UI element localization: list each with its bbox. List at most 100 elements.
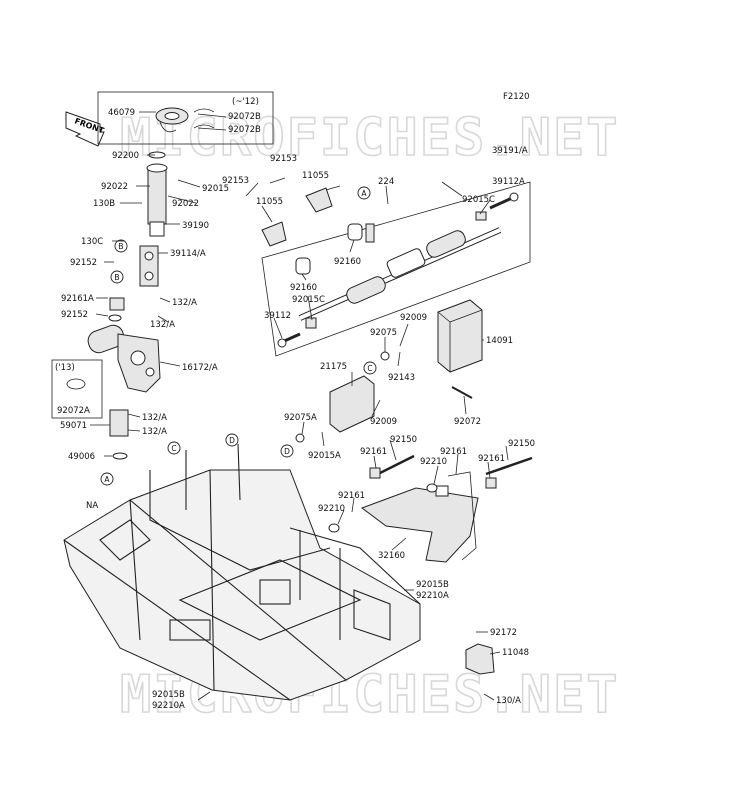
module-21175-icon bbox=[329, 375, 375, 433]
label-92015b-b: 92015B bbox=[152, 690, 185, 700]
label-132a-4: 132/A bbox=[142, 427, 167, 437]
label-92015: 92015 bbox=[202, 184, 229, 194]
label-11048: 11048 bbox=[502, 648, 529, 658]
callout-b-top: B bbox=[114, 239, 128, 253]
label-21175: 21175 bbox=[320, 362, 347, 372]
callout-c-left: C bbox=[167, 441, 181, 455]
label-132a-2: 132/A bbox=[150, 320, 175, 330]
svg-text:A: A bbox=[361, 189, 367, 198]
washer-icon bbox=[108, 314, 122, 322]
callout-a-rack: A bbox=[357, 186, 371, 200]
label-92210-a: 92210 bbox=[420, 457, 447, 467]
label-224: 224 bbox=[378, 177, 394, 187]
callout-d-left: D bbox=[225, 433, 239, 447]
label-92022-a: 92022 bbox=[101, 182, 128, 192]
label-92153-b: 92153 bbox=[222, 176, 249, 186]
label-11055-a: 11055 bbox=[302, 171, 329, 181]
clip-ring-icon bbox=[193, 108, 215, 129]
label-92210a-a: 92210A bbox=[416, 591, 449, 601]
label-92161-a: 92161 bbox=[360, 447, 387, 457]
inset-box-mid bbox=[51, 359, 103, 419]
variant-mid-label: ('13) bbox=[55, 363, 75, 373]
steering-rack-icon bbox=[298, 223, 502, 321]
svg-text:D: D bbox=[229, 436, 235, 445]
label-92015b-a: 92015B bbox=[416, 580, 449, 590]
label-132a-1: 132/A bbox=[172, 298, 197, 308]
label-130b: 130B bbox=[93, 199, 115, 209]
svg-text:C: C bbox=[367, 364, 372, 373]
snap-ring-icon bbox=[66, 378, 86, 390]
label-92072: 92072 bbox=[454, 417, 481, 427]
label-92172: 92172 bbox=[490, 628, 517, 638]
label-130a: 130/A bbox=[496, 696, 521, 706]
label-92160-a: 92160 bbox=[334, 257, 361, 267]
frame-label-na: NA bbox=[86, 501, 98, 511]
label-92072b-a: 92072B bbox=[228, 112, 261, 122]
label-92161-c: 92161 bbox=[478, 454, 505, 464]
callout-a-left: A bbox=[100, 472, 114, 486]
bracket-11055-icon bbox=[261, 187, 363, 275]
washer-49006-icon bbox=[112, 452, 128, 460]
label-39190: 39190 bbox=[182, 221, 209, 231]
svg-text:B: B bbox=[114, 273, 119, 282]
label-92161a: 92161A bbox=[61, 294, 94, 304]
label-92143: 92143 bbox=[388, 373, 415, 383]
steering-column-icon bbox=[146, 151, 168, 237]
svg-text:B: B bbox=[118, 242, 123, 251]
label-16172a: 16172/A bbox=[182, 363, 218, 373]
grommet-icon bbox=[380, 351, 390, 361]
label-92152-a: 92152 bbox=[70, 258, 97, 268]
label-92015c-b: 92015C bbox=[292, 295, 325, 305]
label-49006: 49006 bbox=[68, 452, 95, 462]
label-92072b-b: 92072B bbox=[228, 125, 261, 135]
svg-text:A: A bbox=[104, 475, 110, 484]
grommet-2-icon bbox=[295, 433, 305, 443]
label-92009-a: 92009 bbox=[400, 313, 427, 323]
label-39112: 39112 bbox=[264, 311, 291, 321]
label-92015a: 92015A bbox=[308, 451, 341, 461]
label-92152-b: 92152 bbox=[61, 310, 88, 320]
bushing-icon bbox=[109, 297, 125, 311]
tie-rod-end-left-icon bbox=[277, 317, 317, 348]
label-92009-b: 92009 bbox=[370, 417, 397, 427]
label-92022-b: 92022 bbox=[172, 199, 199, 209]
power-steering-unit-icon bbox=[87, 324, 161, 437]
universal-joint-icon bbox=[139, 245, 159, 287]
svg-text:D: D bbox=[284, 447, 290, 456]
variant-top-label: (~'12) bbox=[232, 97, 259, 107]
watermark-top: MICROFICHES.NET bbox=[120, 108, 620, 168]
part-labels: 46079 92072B 92072B 92200 92015 92022 92… bbox=[57, 108, 535, 711]
label-92075a: 92075A bbox=[284, 413, 317, 423]
svg-text:C: C bbox=[171, 444, 176, 453]
label-39191a: 39191/A bbox=[492, 146, 528, 156]
callout-d-right: D bbox=[280, 444, 294, 458]
leader-lines bbox=[90, 111, 509, 701]
callout-b-mid: B bbox=[110, 270, 124, 284]
label-39112a: 39112A bbox=[492, 177, 525, 187]
cover-14091-icon bbox=[437, 299, 483, 373]
label-11055-b: 11055 bbox=[256, 197, 283, 207]
label-39114a: 39114/A bbox=[170, 249, 206, 259]
clamp-92072-icon bbox=[451, 386, 473, 399]
label-92153-a: 92153 bbox=[270, 154, 297, 164]
label-32160: 32160 bbox=[378, 551, 405, 561]
label-92161-d: 92161 bbox=[338, 491, 365, 501]
front-arrow-icon: FRONT bbox=[65, 111, 106, 147]
label-92150-b: 92150 bbox=[508, 439, 535, 449]
label-92210-b: 92210 bbox=[318, 504, 345, 514]
bolts-92150-icon bbox=[328, 454, 533, 533]
label-92210a-b: 92210A bbox=[152, 701, 185, 711]
inset-box-top bbox=[97, 91, 274, 145]
label-92075: 92075 bbox=[370, 328, 397, 338]
rack-box bbox=[261, 181, 531, 357]
label-46079: 46079 bbox=[108, 108, 135, 118]
label-132a-3: 132/A bbox=[142, 413, 167, 423]
label-59071: 59071 bbox=[60, 421, 87, 431]
reel-part-icon bbox=[155, 107, 189, 133]
label-14091: 14091 bbox=[486, 336, 513, 346]
bracket-11048-icon bbox=[465, 643, 495, 675]
label-92150-a: 92150 bbox=[390, 435, 417, 445]
label-130c: 130C bbox=[81, 237, 103, 247]
label-92200: 92200 bbox=[112, 151, 139, 161]
